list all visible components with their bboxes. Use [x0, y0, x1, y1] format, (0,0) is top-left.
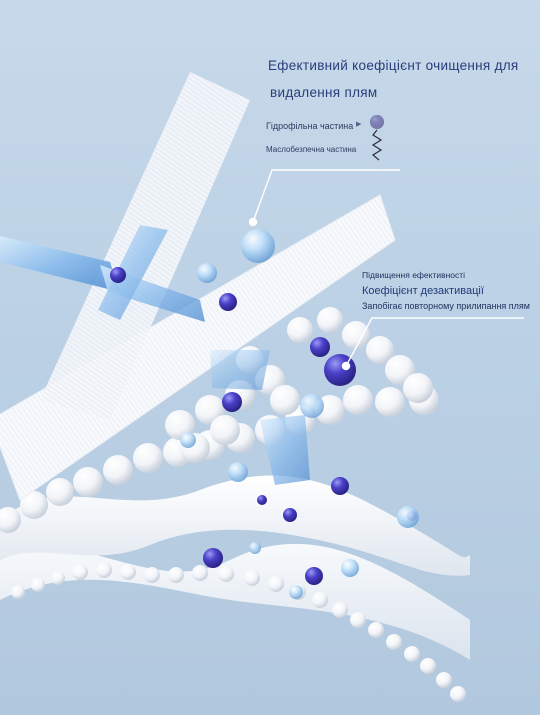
headline: Ефективний коефіцієнт очищення для видал…: [268, 52, 530, 106]
hydrophilic-label: Гідрофільна частина: [266, 121, 354, 131]
striped-fabric-strip-front: [0, 194, 396, 501]
water-tube: [0, 225, 310, 485]
molecule-icon: [370, 115, 384, 161]
lower-fiber-balls: [11, 562, 466, 702]
coefficient-label: Коефіцієнт дезактивації: [362, 285, 484, 297]
headline-line-2: видалення плям: [270, 85, 378, 100]
water-droplets: [180, 229, 419, 599]
oleophobic-label: Маслобезпечна частина: [266, 145, 357, 154]
callout-lines: [248, 169, 524, 371]
arrow-right-icon: ▶: [356, 121, 362, 128]
headline-line-1: Ефективний коефіцієнт очищення для: [268, 58, 519, 73]
middle-fabric-layer: [0, 475, 470, 576]
prevent-label: Запобігає повторному прилипання плям: [362, 301, 530, 311]
efficiency-label: Підвищення ефективності: [362, 270, 466, 280]
